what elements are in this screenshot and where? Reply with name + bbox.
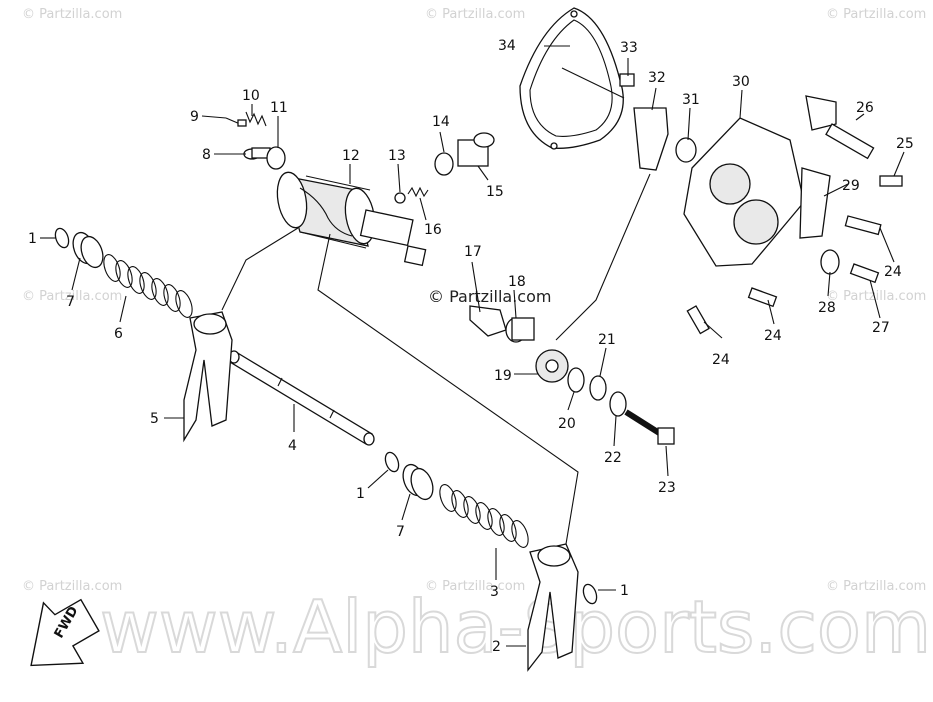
leader-lines: [40, 45, 905, 647]
callout-3: 3: [490, 584, 499, 600]
spring-6-part: [103, 254, 193, 318]
callout-34: 34: [498, 38, 516, 54]
watermark-center: © Partzilla.com: [428, 287, 551, 306]
callout-28: 28: [818, 300, 836, 316]
callout-8: 8: [202, 147, 211, 163]
callout-24-middle: 24: [764, 328, 782, 344]
callout-14: 14: [432, 114, 450, 130]
cover-gasket-part: [519, 7, 625, 150]
callout-6: 6: [114, 326, 123, 342]
small-parts-middle: [469, 305, 675, 445]
small-parts-upper: [225, 111, 495, 204]
watermark-bottom-center: © Partzilla.com: [425, 579, 525, 594]
fwd-arrow-icon: FWD: [30, 598, 100, 667]
watermark-top-left: © Partzilla.com: [22, 7, 122, 22]
callout-18: 18: [508, 274, 526, 290]
callout-33: 33: [620, 40, 638, 56]
cover-cluster-part: [555, 73, 903, 341]
spring-3-part: [439, 484, 529, 548]
shift-fork-2-part: [527, 543, 579, 672]
callout-9: 9: [190, 109, 199, 125]
shift-fork-5-part: [183, 311, 233, 443]
callout-15: 15: [486, 184, 504, 200]
callout-20: 20: [558, 416, 576, 432]
callout-26: 26: [856, 100, 874, 116]
callout-11: 11: [270, 100, 288, 116]
watermark-top-right: © Partzilla.com: [826, 7, 926, 22]
watermark-mid-left: © Partzilla.com: [22, 289, 122, 304]
callout-5: 5: [150, 411, 159, 427]
callout-1-upper: 1: [28, 231, 37, 247]
watermark-bottom-left: © Partzilla.com: [22, 579, 122, 594]
callout-29: 29: [842, 178, 860, 194]
callout-21: 21: [598, 332, 616, 348]
callout-4: 4: [288, 438, 297, 454]
callout-7-upper: 7: [66, 294, 75, 310]
callout-1-lower: 1: [620, 583, 629, 599]
shift-shaft-part: [228, 350, 375, 446]
callout-17: 17: [464, 244, 482, 260]
callout-16: 16: [424, 222, 442, 238]
watermark-top-center: © Partzilla.com: [425, 7, 525, 22]
callout-22: 22: [604, 450, 622, 466]
callout-12: 12: [342, 148, 360, 164]
collar-7-upper-part: [72, 231, 104, 269]
callout-10: 10: [242, 88, 260, 104]
callout-23: 23: [658, 480, 676, 496]
callout-2: 2: [492, 639, 501, 655]
callout-13: 13: [388, 148, 406, 164]
watermark-alpha-sports: www.Alpha-Sports.com: [100, 585, 931, 669]
shift-drum-part: [276, 171, 427, 267]
watermark-mid-right: © Partzilla.com: [826, 289, 926, 304]
callout-30: 30: [732, 74, 750, 90]
guide-lines: [221, 227, 579, 545]
collar-7-lower-part: [402, 463, 434, 501]
callout-25: 25: [896, 136, 914, 152]
circlip-1-parts: [54, 227, 598, 605]
callout-24-right: 24: [884, 264, 902, 280]
callout-24-left: 24: [712, 352, 730, 368]
callout-1-middle: 1: [356, 486, 365, 502]
callout-27: 27: [872, 320, 890, 336]
callout-19: 19: [494, 368, 512, 384]
callout-32: 32: [648, 70, 666, 86]
callout-7-lower: 7: [396, 524, 405, 540]
watermark-bottom-right: © Partzilla.com: [826, 579, 926, 594]
callout-31: 31: [682, 92, 700, 108]
callout-labels: 1 7 6 5 4 1 7 3 2 1 9 8 10 11 12 13 14 1…: [28, 38, 914, 655]
